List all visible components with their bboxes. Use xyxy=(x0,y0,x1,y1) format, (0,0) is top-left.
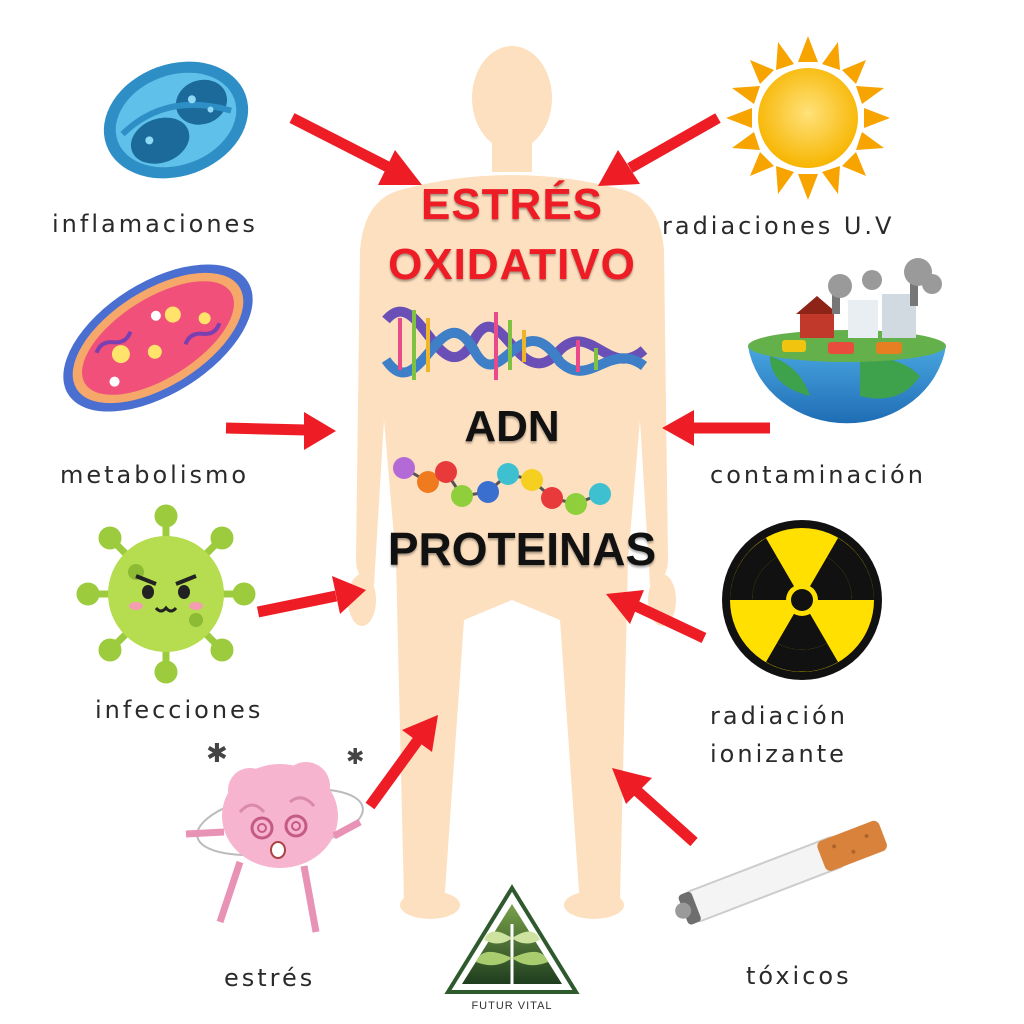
arrow-pollution xyxy=(662,410,770,446)
label-infections: infecciones xyxy=(95,696,264,724)
label-uv: radiaciones U.V xyxy=(662,212,895,240)
dna-label: ADN xyxy=(464,402,560,451)
svg-text:✱: ✱ xyxy=(346,745,364,770)
dizzy-brain-icon: ✱ ✱ xyxy=(185,739,364,933)
mitochondria-icon xyxy=(103,61,249,179)
leaf-triangle-logo-icon xyxy=(444,884,580,994)
arrow-infections xyxy=(256,576,366,618)
arrow-uv xyxy=(598,113,721,186)
polluted-earth-icon xyxy=(748,258,946,424)
arrow-stress xyxy=(365,715,438,810)
label-toxics: tóxicos xyxy=(746,962,852,990)
arrow-ionizing xyxy=(606,590,707,643)
label-stress: estrés xyxy=(224,964,316,992)
sun-icon xyxy=(726,36,890,200)
amino-acid-chain-icon xyxy=(393,457,611,515)
bacterium-cell-icon xyxy=(63,264,253,412)
title-line-2: OXIDATIVO xyxy=(388,240,636,289)
cigarette-icon xyxy=(675,820,887,925)
title-line-1: ESTRÉS xyxy=(420,180,604,229)
arrow-inflammation xyxy=(289,113,422,185)
label-ionizing-line2: ionizante xyxy=(710,740,847,768)
virus-icon xyxy=(76,504,256,684)
arrows xyxy=(225,113,770,847)
brand-name: FUTUR VITAL xyxy=(471,1000,553,1012)
proteins-label: PROTEINAS xyxy=(387,523,657,575)
label-pollution: contaminación xyxy=(710,461,926,489)
dna-helix-icon xyxy=(381,306,648,380)
radiation-icon xyxy=(722,520,882,680)
arrow-toxics xyxy=(612,768,698,847)
label-ionizing-line1: radiación xyxy=(710,702,848,730)
arrow-metabolism xyxy=(225,412,336,450)
svg-text:✱: ✱ xyxy=(206,739,228,769)
label-inflammation: inflamaciones xyxy=(52,210,258,238)
label-metabolism: metabolismo xyxy=(60,461,250,489)
